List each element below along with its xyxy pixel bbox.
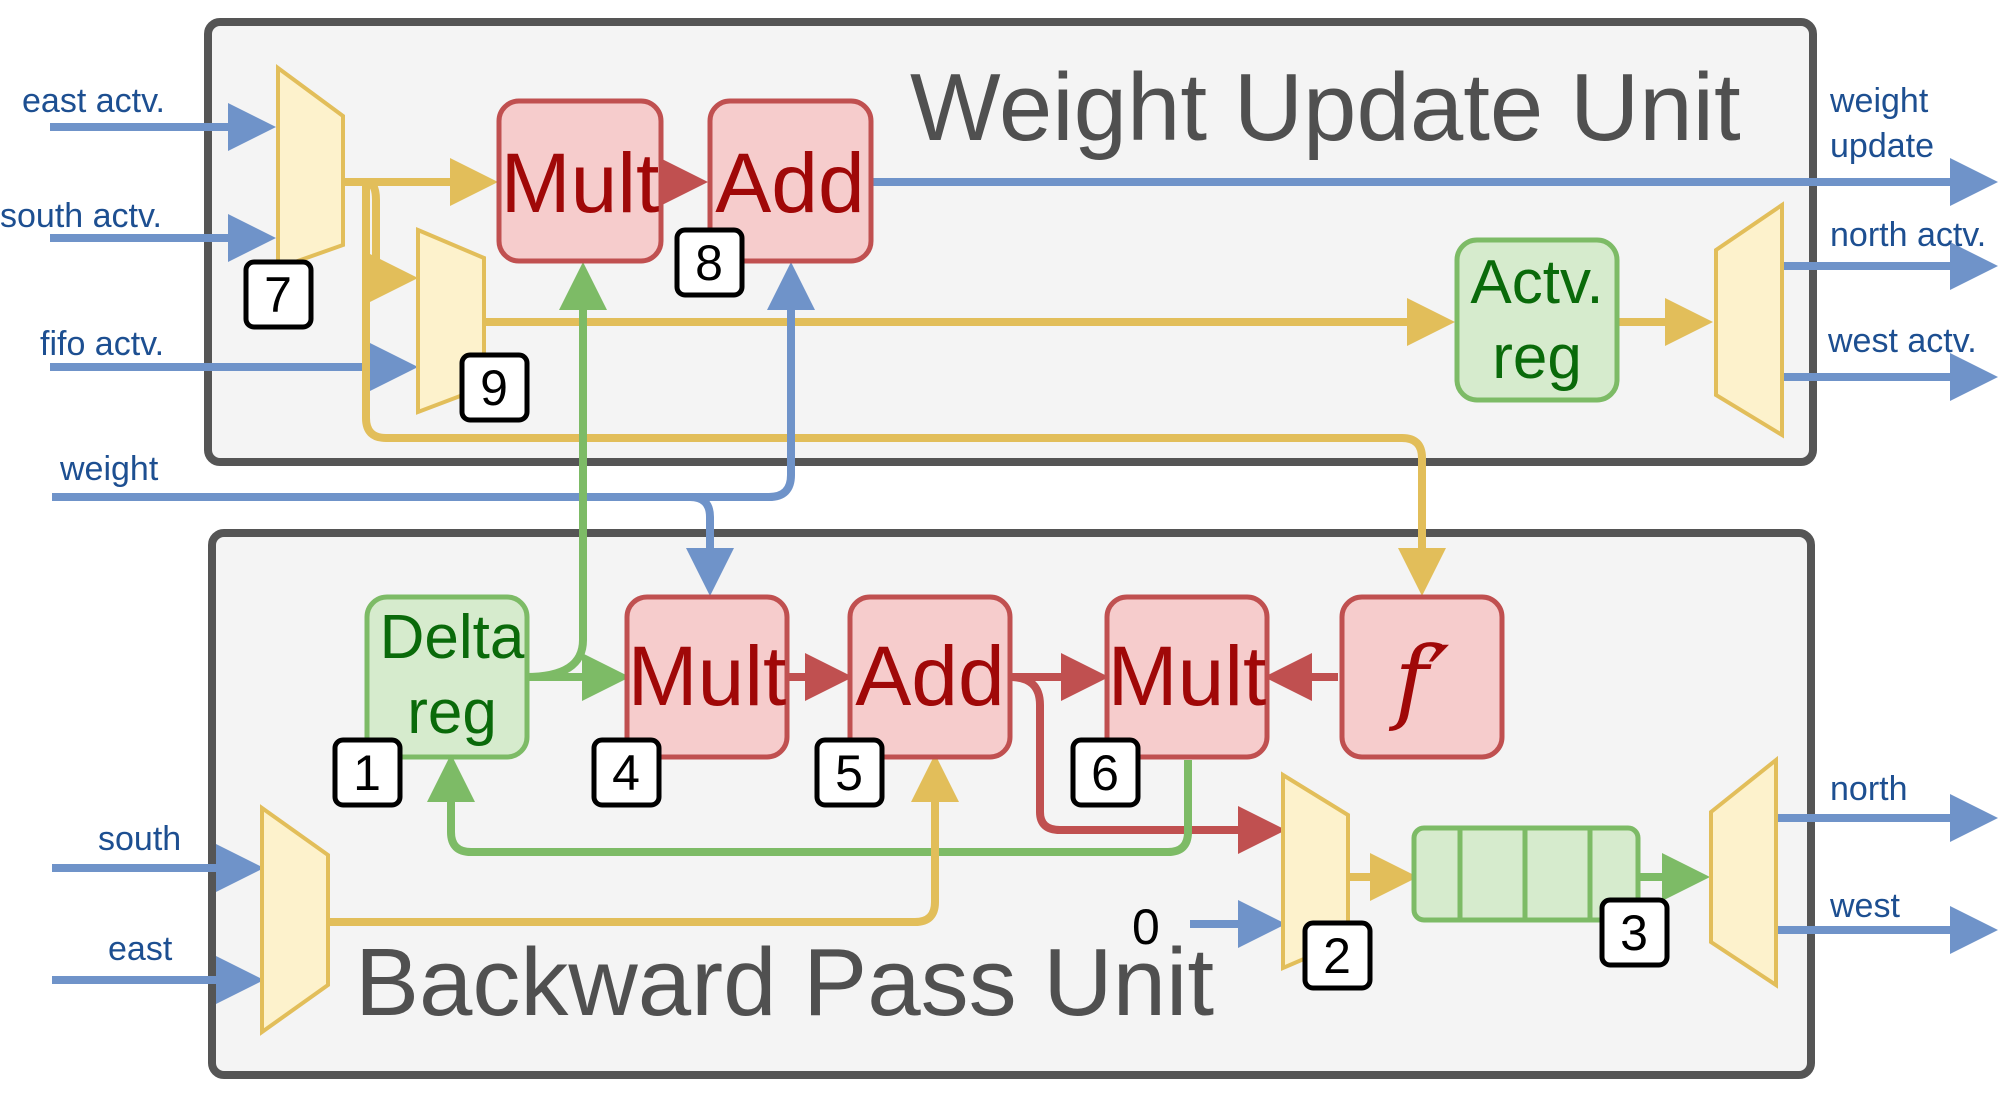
- svg-text:1: 1: [353, 745, 381, 801]
- mult2-feedback-wire: [427, 754, 1192, 856]
- west-output-label: west: [1829, 887, 1900, 925]
- wu-mult-block: [496, 98, 664, 264]
- wu-mult-label: Mult: [501, 136, 660, 230]
- weight-to-bp-mult-wire: [686, 493, 734, 596]
- svg-text:7: 7: [264, 267, 292, 323]
- svg-text:2: 2: [1323, 928, 1351, 984]
- bp-add-label: Add: [855, 629, 1004, 723]
- south-actv-label: south actv.: [0, 197, 162, 235]
- bp-add-block: [847, 594, 1013, 760]
- bp-mult-block: [624, 594, 790, 760]
- actv-reg-block: [1454, 237, 1620, 403]
- zero-input-label: 0: [1132, 899, 1160, 955]
- fifo-queue: [1411, 825, 1641, 923]
- actv-demux: [1714, 201, 1784, 439]
- south-input-label: south: [98, 820, 181, 858]
- mux7-to-fprime-wire: [362, 182, 1446, 596]
- actv-reg-label-line2: reg: [1492, 323, 1582, 392]
- weight-input-label: weight: [59, 450, 159, 488]
- west-actv-output-label: west actv.: [1827, 322, 1977, 360]
- delta-reg-label-line1: Delta: [380, 603, 525, 672]
- wu-add-label: Add: [715, 136, 864, 230]
- step-8-badge: 8: [674, 227, 745, 298]
- backward-pass-unit-title: Backward Pass Unit: [355, 929, 1214, 1036]
- delta-reg-block: [364, 594, 530, 760]
- step-5-badge: 5: [814, 737, 885, 808]
- actv-reg-label-line1: Actv.: [1470, 248, 1603, 317]
- wu-add-block: [707, 98, 874, 264]
- f-prime-block: [1339, 594, 1505, 760]
- weight-update-output-label-line2: update: [1830, 127, 1934, 165]
- step-2-badge: 2: [1302, 920, 1373, 991]
- bp-mult2-block: [1104, 594, 1270, 760]
- step-7-badge: 7: [243, 259, 314, 330]
- add-to-mux2-wire: [1009, 673, 1286, 854]
- step-6-badge: 6: [1070, 737, 1141, 808]
- f-prime-label: f′: [1389, 627, 1450, 734]
- delta-reg-label-line2: reg: [407, 678, 497, 747]
- south-east-mux: [260, 804, 330, 1036]
- svg-text:6: 6: [1091, 745, 1119, 801]
- svg-text:3: 3: [1620, 905, 1648, 961]
- step-9-badge: 9: [459, 352, 530, 423]
- weight-update-unit-title: Weight Update Unit: [910, 54, 1741, 161]
- step-4-badge: 4: [591, 737, 662, 808]
- north-actv-output-label: north actv.: [1830, 216, 1986, 254]
- step-1-badge: 1: [332, 737, 403, 808]
- bp-mult2-label: Mult: [1108, 629, 1267, 723]
- bp-mult-label: Mult: [628, 629, 787, 723]
- east-actv-label: east actv.: [22, 82, 165, 120]
- svg-text:5: 5: [835, 745, 863, 801]
- output-demux: [1709, 755, 1778, 989]
- weight-input-wire: [52, 262, 815, 501]
- east-input-label: east: [108, 930, 173, 968]
- south-east-mux-to-add-wire: [328, 754, 959, 926]
- mux7-to-mux9-wire: [365, 178, 418, 302]
- svg-text:8: 8: [695, 235, 723, 291]
- fifo-actv-label: fifo actv.: [40, 325, 164, 363]
- svg-text:9: 9: [480, 360, 508, 416]
- svg-text:4: 4: [612, 745, 640, 801]
- weight-update-output-label-line1: weight: [1829, 82, 1929, 120]
- mux-7: [276, 64, 345, 271]
- north-output-label: north: [1830, 770, 1908, 808]
- step-3-badge: 3: [1599, 897, 1670, 968]
